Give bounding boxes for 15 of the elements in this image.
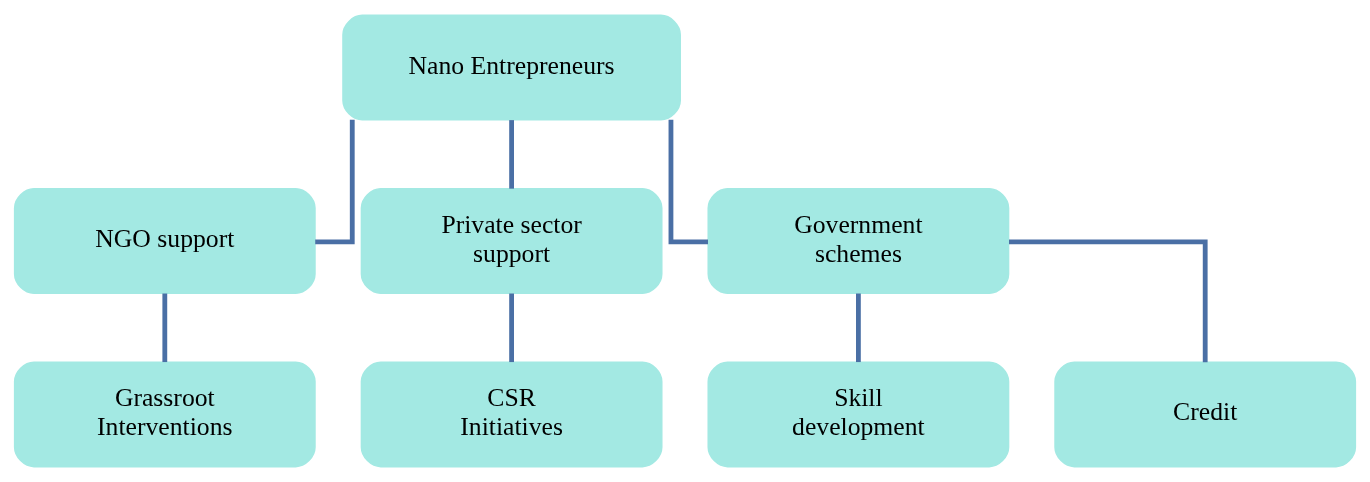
node-box: Credit [1054, 361, 1357, 468]
connector [856, 293, 861, 363]
connector [668, 119, 708, 245]
connector [162, 293, 168, 363]
node-box: Nano Entrepreneurs [342, 14, 681, 121]
node-box: CSR Initiatives [360, 361, 663, 468]
node-box: Grassroot Interventions [13, 361, 316, 468]
node-box: Government schemes [707, 188, 1010, 294]
node-box: NGO support [13, 188, 316, 294]
connector [315, 119, 355, 245]
connector [509, 120, 514, 189]
connector [509, 293, 514, 363]
node-box: Skill development [707, 361, 1010, 468]
connector [1009, 239, 1208, 363]
node-box: Private sector support [360, 188, 663, 294]
